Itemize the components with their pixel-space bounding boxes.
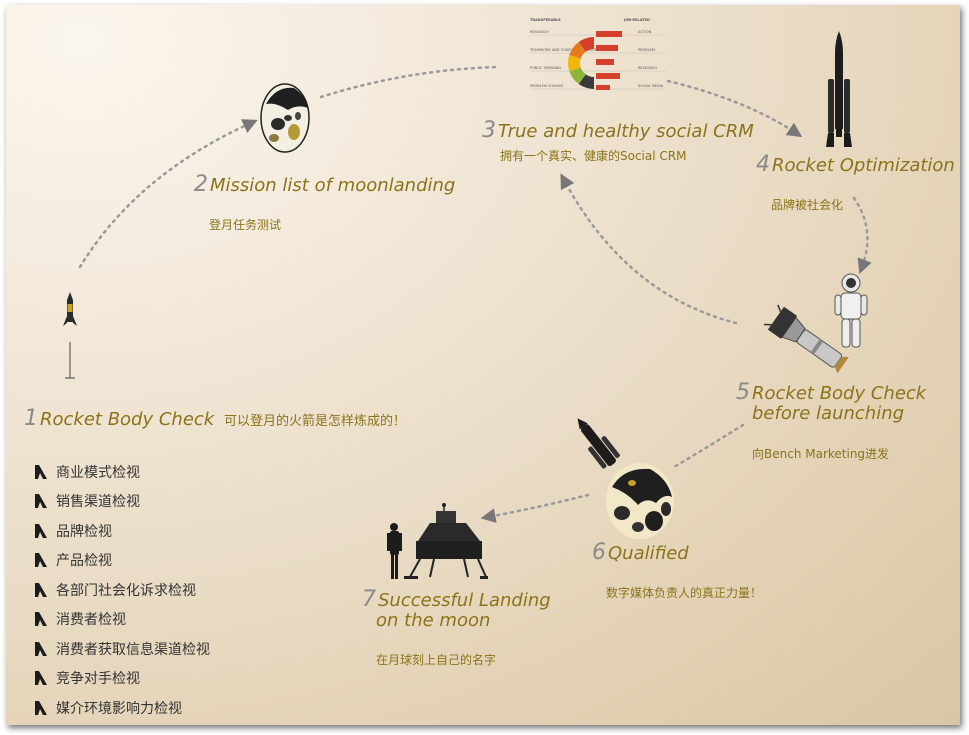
step-7-number: 7 [362,587,376,612]
step-1-title-text: Rocket Body Check [40,409,215,430]
checklist-item: 竞争对手检视 [34,664,210,694]
crm-left-label: RESEARCH [530,30,549,34]
checklist-item-label: 品牌检视 [56,523,112,540]
checklist-item: 消费者检视 [34,605,210,635]
step-3-subtitle: 拥有一个真实、健康的Social CRM [500,149,687,163]
checklist-item-label: 竞争对手检视 [56,671,140,688]
crm-wedge [578,74,594,89]
step-7-title-line2: on the moon [376,610,491,631]
check-mark-icon [35,494,47,509]
crm-right-label: RESEARCH [638,66,657,70]
checklist-item: 媒介环境影响力检视 [34,693,210,723]
path-6-to-7 [480,493,590,523]
crm-wedge [578,37,594,52]
small-rocket-icon [63,292,77,379]
crm-left-label: PROBLEM SOLVING [530,84,564,88]
crm-right-label: PROBLEM [638,48,655,52]
qualified-moon-icon [577,418,674,539]
step-6-number: 6 [592,540,606,565]
diagram-canvas: TRANSFERABLE JOB-RELATED RESEARCH TEAMWO… [6,5,960,725]
step-6-title-text: Qualified [608,543,689,564]
path-4-to-5 [852,196,872,275]
crm-wedge [567,54,581,72]
step-2-number: 2 [194,172,208,197]
check-mark-icon [35,553,47,568]
checklist-item: 销售渠道检视 [34,487,210,517]
checklist-item: 品牌检视 [34,516,210,546]
step-2-title-text: Mission list of moonlanding [210,175,456,196]
step-5-title-line1: Rocket Body Check [752,383,927,404]
crm-right-header: JOB-RELATED [623,18,650,22]
checklist-item: 各部门社会化诉求检视 [34,575,210,605]
path-1-to-2 [78,119,258,269]
check-mark-icon [35,671,47,686]
checklist-item-label: 销售渠道检视 [56,494,140,511]
check-mark-icon [35,464,47,479]
crm-left-label: TEAMWORK AND CONFLICT RESOLUTION [529,48,602,52]
crm-right-label: SOCIAL MEDIA [638,84,664,88]
step-6-subtitle: 数字媒体负责人的真正力量！ [606,586,763,600]
path-2-to-3 [319,65,498,99]
step-7-title-line1: Successful Landing [378,590,551,611]
crm-left-label: PUBLIC SPEAKING [530,66,561,70]
checklist-item-label: 消费者获取信息渠道检视 [56,641,210,658]
step-2-subtitle: 登月任务测试 [209,218,282,232]
step-1-note: 可以登月的火箭是怎样炼成的！ [223,414,406,429]
step-3-title-text: True and healthy social CRM [498,121,754,142]
flow-paths [78,65,872,523]
large-rocket-icon [826,31,852,147]
crm-chart-icon: TRANSFERABLE JOB-RELATED RESEARCH TEAMWO… [529,18,666,90]
check-mark-icon [35,582,47,597]
checklist-item-label: 商业模式检视 [56,464,140,481]
spacecraft-icon [764,304,849,374]
checklist-item: 商业模式检视 [34,457,210,487]
checklist-item-label: 消费者检视 [56,612,126,629]
check-mark-icon [35,523,47,538]
step-3-number: 3 [482,118,496,143]
moon-icon [260,83,310,153]
path-5-to-6 [672,423,745,469]
checklist-item-label: 媒介环境影响力检视 [56,700,182,717]
astronaut-icon [834,273,868,348]
step-4-subtitle: 品牌被社会化 [771,198,844,212]
crm-wedge [569,67,586,85]
checklist-item: 消费者获取信息渠道检视 [34,634,210,664]
path-5-to-3 [560,173,738,325]
step-5-number: 5 [736,380,750,405]
path-3-to-4 [666,79,803,138]
checklist-item-label: 产品检视 [56,553,112,570]
check-mark-icon [35,641,47,656]
check-mark-icon [35,700,47,715]
check-mark-icon [35,612,47,627]
checklist-item: 产品检视 [34,546,210,576]
step-5-title-line2: before launching [752,403,905,424]
lunar-lander-icon [387,503,488,579]
step-5-subtitle: 向Bench Marketing进发 [752,447,890,461]
step-4-title-text: Rocket Optimization [772,155,955,176]
checklist-item-label: 各部门社会化诉求检视 [56,582,196,599]
crm-right-label: ACTION [638,30,652,34]
crm-wedge [569,41,586,59]
step-1-number: 1 [24,406,38,431]
checklist: 商业模式检视销售渠道检视品牌检视产品检视各部门社会化诉求检视消费者检视消费者获取… [34,457,210,723]
step-7-subtitle: 在月球刻上自己的名字 [376,653,497,667]
crm-left-header: TRANSFERABLE [530,18,561,22]
step-4-number: 4 [756,152,770,177]
